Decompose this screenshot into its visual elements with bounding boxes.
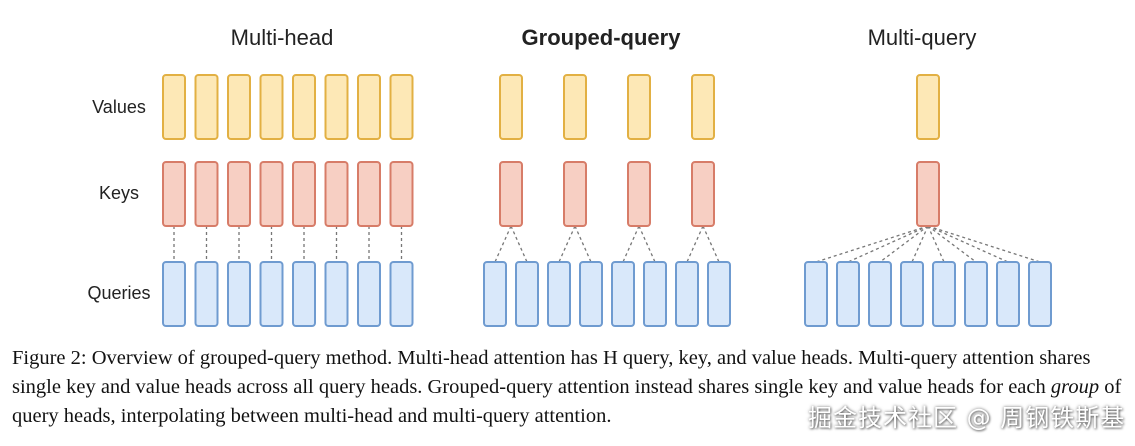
key-head	[162, 161, 186, 227]
value-head	[227, 74, 251, 140]
query-head	[836, 261, 860, 327]
query-head	[579, 261, 603, 327]
value-head	[389, 74, 414, 140]
query-head	[804, 261, 828, 327]
value-head	[499, 74, 523, 140]
row-label-keys: Keys	[99, 183, 139, 203]
key-head	[259, 161, 284, 227]
key-query-connector	[558, 225, 576, 263]
caption-label: Figure 2:	[12, 347, 87, 369]
row-label-values: Values	[92, 97, 146, 117]
value-head	[627, 74, 651, 140]
query-head	[259, 261, 284, 327]
value-head	[357, 74, 381, 140]
query-head	[162, 261, 186, 327]
caption-text-1: Overview of grouped-query method. Multi-…	[12, 347, 1091, 398]
section-title-multi-head: Multi-head	[231, 25, 334, 50]
key-head	[227, 161, 251, 227]
key-query-connector	[494, 225, 512, 263]
key-query-connector	[574, 225, 592, 263]
key-head	[691, 161, 715, 227]
key-query-connector	[927, 225, 1009, 263]
key-head	[194, 161, 219, 227]
attention-diagram: Values Keys Queries Multi-head Grouped-q…	[87, 25, 1052, 327]
key-query-connector	[847, 225, 929, 263]
key-query-connector	[638, 225, 656, 263]
query-head	[483, 261, 507, 327]
section-title-multi-query: Multi-query	[868, 25, 977, 50]
query-head	[868, 261, 892, 327]
value-head	[691, 74, 715, 140]
key-head	[292, 161, 316, 227]
query-head	[227, 261, 251, 327]
query-head	[1028, 261, 1052, 327]
caption-text-2: of query heads, interpolating between mu…	[12, 376, 1122, 427]
query-head	[324, 261, 349, 327]
figure-caption: Figure 2: Overview of grouped-query meth…	[12, 344, 1122, 431]
query-head	[964, 261, 988, 327]
key-head	[324, 161, 349, 227]
key-query-connector	[686, 225, 704, 263]
key-query-connector	[879, 225, 929, 263]
query-head	[900, 261, 924, 327]
caption-emphasis: group	[1050, 376, 1100, 398]
key-query-connector	[815, 225, 929, 263]
value-head	[162, 74, 186, 140]
key-query-connector	[911, 225, 929, 263]
value-head	[324, 74, 349, 140]
value-head	[194, 74, 219, 140]
key-head	[357, 161, 381, 227]
query-head	[707, 261, 731, 327]
value-head	[916, 74, 940, 140]
section-title-grouped-query: Grouped-query	[522, 25, 682, 50]
query-head	[675, 261, 699, 327]
query-head	[292, 261, 316, 327]
query-head	[547, 261, 571, 327]
value-head	[259, 74, 284, 140]
watermark: 掘金技术社区 @ 周钢铁斯基	[808, 404, 1126, 432]
query-head	[996, 261, 1020, 327]
key-query-connector	[510, 225, 528, 263]
key-head	[627, 161, 651, 227]
query-head	[389, 261, 414, 327]
query-head	[932, 261, 956, 327]
query-head	[611, 261, 635, 327]
key-query-connector	[927, 225, 1041, 263]
key-query-connector	[702, 225, 720, 263]
query-head	[194, 261, 219, 327]
row-label-queries: Queries	[87, 283, 150, 303]
key-head	[916, 161, 940, 227]
key-head	[563, 161, 587, 227]
key-query-connector	[927, 225, 945, 263]
value-head	[292, 74, 316, 140]
key-head	[389, 161, 414, 227]
key-query-connector	[927, 225, 977, 263]
query-head	[357, 261, 381, 327]
value-head	[563, 74, 587, 140]
key-query-connector	[622, 225, 640, 263]
key-head	[499, 161, 523, 227]
query-head	[643, 261, 667, 327]
query-head	[515, 261, 539, 327]
